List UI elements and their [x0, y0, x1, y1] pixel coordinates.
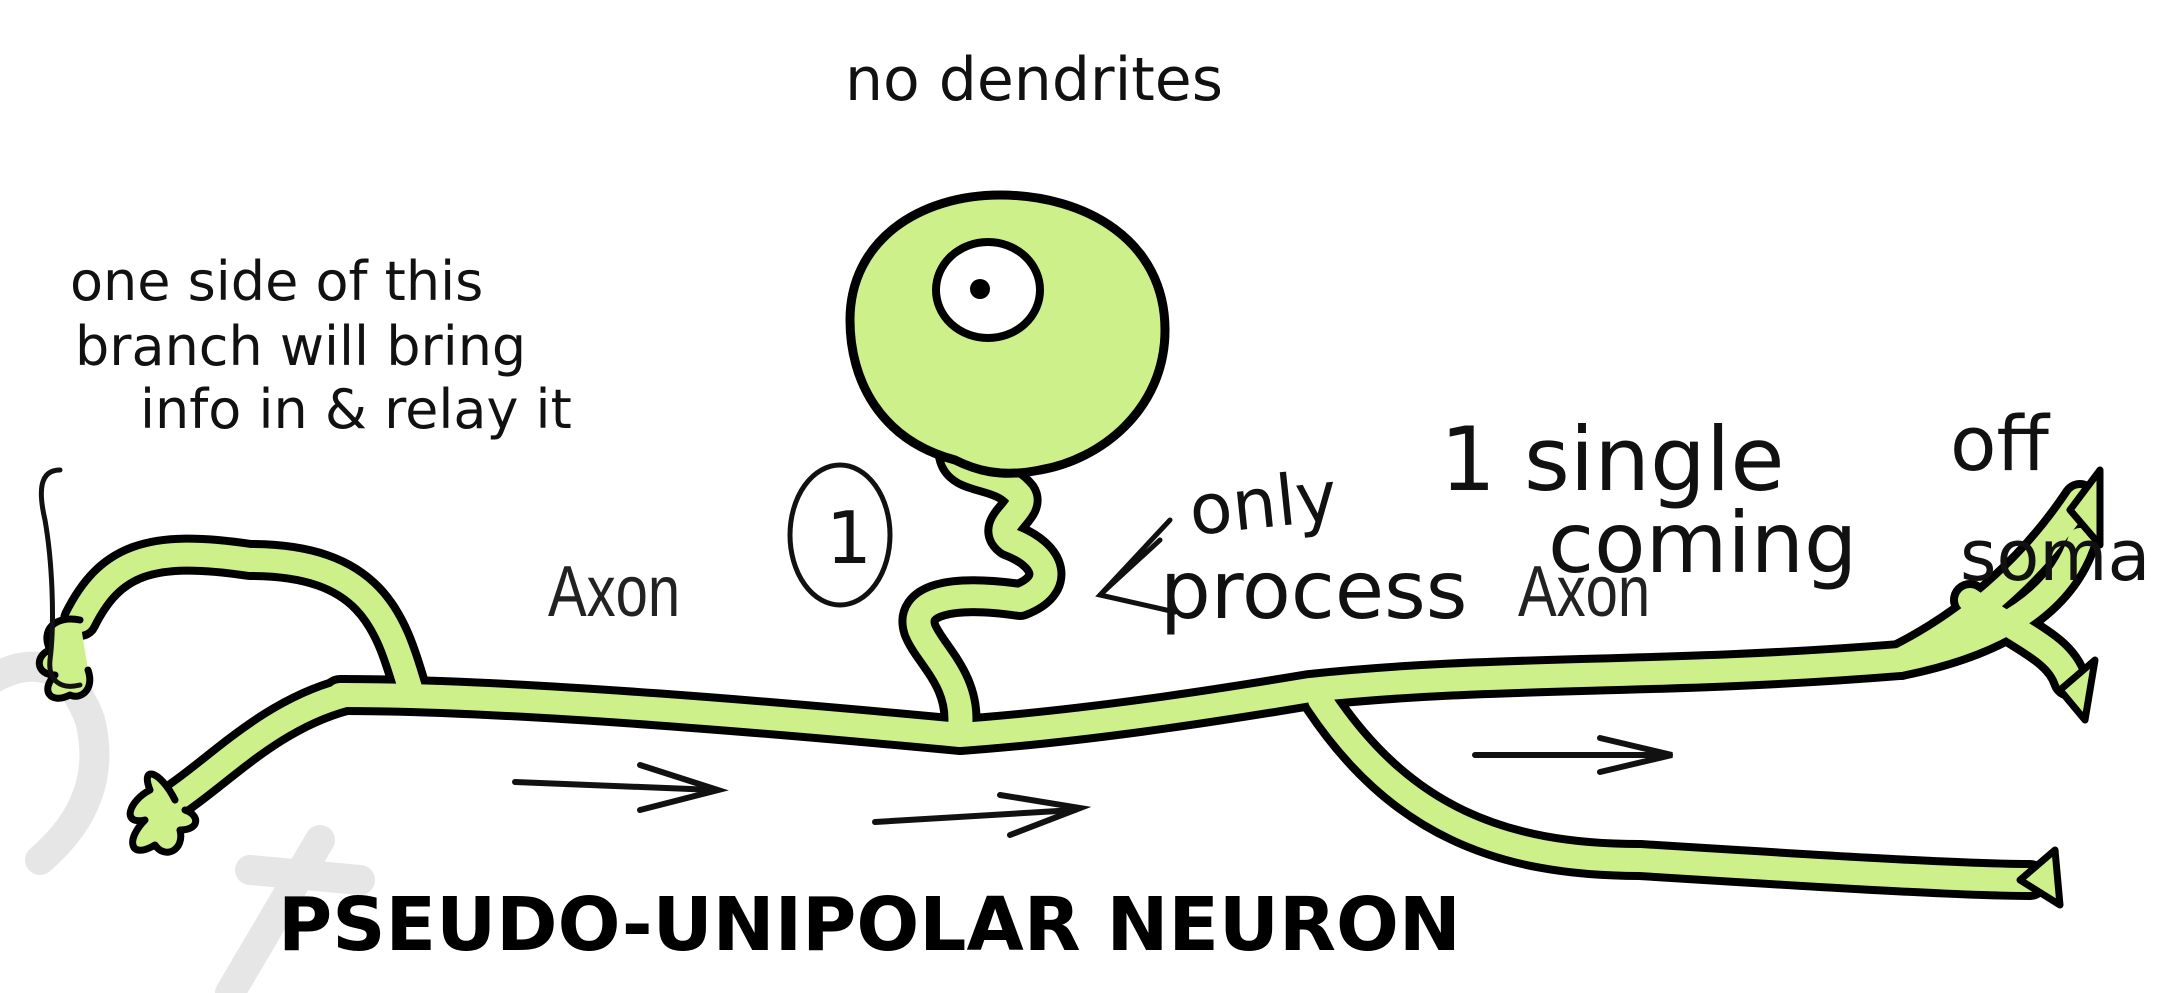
nucleolus: [970, 279, 990, 299]
arrow-icon: [1472, 735, 1673, 775]
bracket-mark: [38, 467, 83, 689]
arrow-icon: [872, 792, 1092, 838]
note-left-line1: one side of this: [70, 250, 483, 313]
right-terminals: [2016, 466, 2104, 909]
arrow-icon: [512, 762, 729, 813]
pointer-arrow-icon: [1095, 517, 1178, 615]
axon-label-right: Axon: [1518, 551, 1650, 632]
note-process: process: [1160, 544, 1467, 637]
circled-number: 1: [787, 462, 893, 608]
note-single: 1 single: [1440, 408, 1784, 511]
note-left-line2: branch will bring: [75, 315, 526, 378]
note-coming: coming: [1548, 494, 1857, 592]
left-terminal-lower: [126, 770, 200, 856]
soma: [845, 190, 1170, 478]
note-no-dendrites: no dendrites: [845, 45, 1223, 115]
note-left-line3: info in & relay it: [140, 378, 572, 441]
watermark: [0, 651, 375, 993]
diagram-title: PSEUDO-UNIPOLAR NEURON: [278, 882, 1461, 968]
axon-label-left: Axon: [548, 551, 680, 632]
note-soma: soma: [1960, 515, 2150, 597]
neuron: [35, 190, 2104, 909]
svg-text:1: 1: [826, 496, 872, 580]
note-only: only: [1185, 455, 1341, 552]
note-off: off: [1950, 399, 2050, 488]
signal-arrows: [512, 735, 1673, 838]
